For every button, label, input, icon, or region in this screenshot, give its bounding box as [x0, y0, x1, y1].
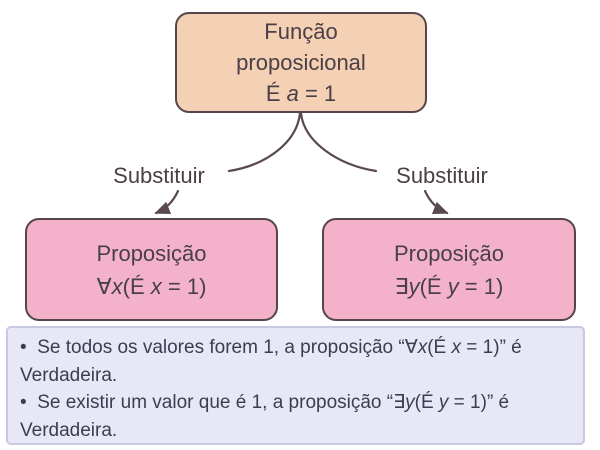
funcao-proposicional-node: Função proposicional É a = 1: [175, 12, 427, 113]
edge-label-substituir-right: Substituir: [396, 163, 488, 188]
formula-variable: a: [286, 81, 299, 106]
note-bullet1-line2: Verdadeira.: [20, 364, 118, 386]
proposicao-universal-node: Proposição ∀x(É x = 1): [25, 218, 278, 321]
formula-segment: = 1: [298, 81, 337, 106]
note-bullet2-line2: Verdadeira.: [20, 419, 118, 441]
formula-segment: = 1): [161, 273, 207, 299]
edge-label-substituir-left: Substituir: [113, 163, 205, 188]
left-box-title: Proposição: [96, 240, 207, 266]
note-text-segment: = 1)” é: [448, 392, 510, 413]
formula-variable: x: [150, 273, 162, 299]
proposicao-existencial-node: Proposição ∃y(É y = 1): [322, 218, 576, 321]
top-box-title-line2: proposicional: [236, 50, 366, 75]
left-box-formula: ∀x(É x = 1): [97, 270, 207, 303]
formula-variable: y: [408, 273, 420, 299]
formula-variable: x: [451, 337, 462, 358]
formula-variable: x: [111, 273, 123, 299]
note-text-segment: • Se todos os valores forem 1, a proposi…: [20, 337, 418, 358]
forall-symbol: ∀: [96, 273, 112, 299]
exists-symbol: ∃: [394, 273, 409, 299]
top-box-formula: É a = 1: [266, 78, 336, 109]
note-bullet2-line1: • Se existir um valor que é 1, a proposi…: [20, 389, 575, 417]
right-box-title: Proposição: [393, 240, 505, 266]
note-text-segment: = 1)” é: [461, 337, 522, 358]
branch-curve-right: [299, 111, 378, 173]
note-bullet1-line1: • Se todos os valores forem 1, a proposi…: [20, 334, 575, 362]
formula-variable: y: [447, 273, 459, 299]
right-box-formula: ∃y(É y = 1): [395, 270, 504, 303]
explanation-note-box: • Se todos os valores forem 1, a proposi…: [6, 326, 585, 445]
arrow-right-icon: [423, 189, 449, 215]
formula-segment: = 1): [458, 273, 504, 299]
formula-segment: (É: [419, 273, 448, 299]
formula-segment: É: [265, 81, 287, 106]
formula-segment: (É: [122, 273, 151, 299]
formula-variable: x: [417, 337, 428, 358]
top-box-title-line1: Função: [264, 19, 338, 44]
formula-variable: y: [405, 392, 415, 413]
note-text-segment: (É: [427, 337, 452, 358]
branch-curve-left: [227, 111, 302, 173]
note-text-segment: (É: [414, 392, 439, 413]
arrow-left-icon: [154, 189, 180, 215]
note-text-segment: • Se existir um valor que é 1, a proposi…: [20, 392, 406, 413]
formula-variable: y: [438, 392, 449, 413]
